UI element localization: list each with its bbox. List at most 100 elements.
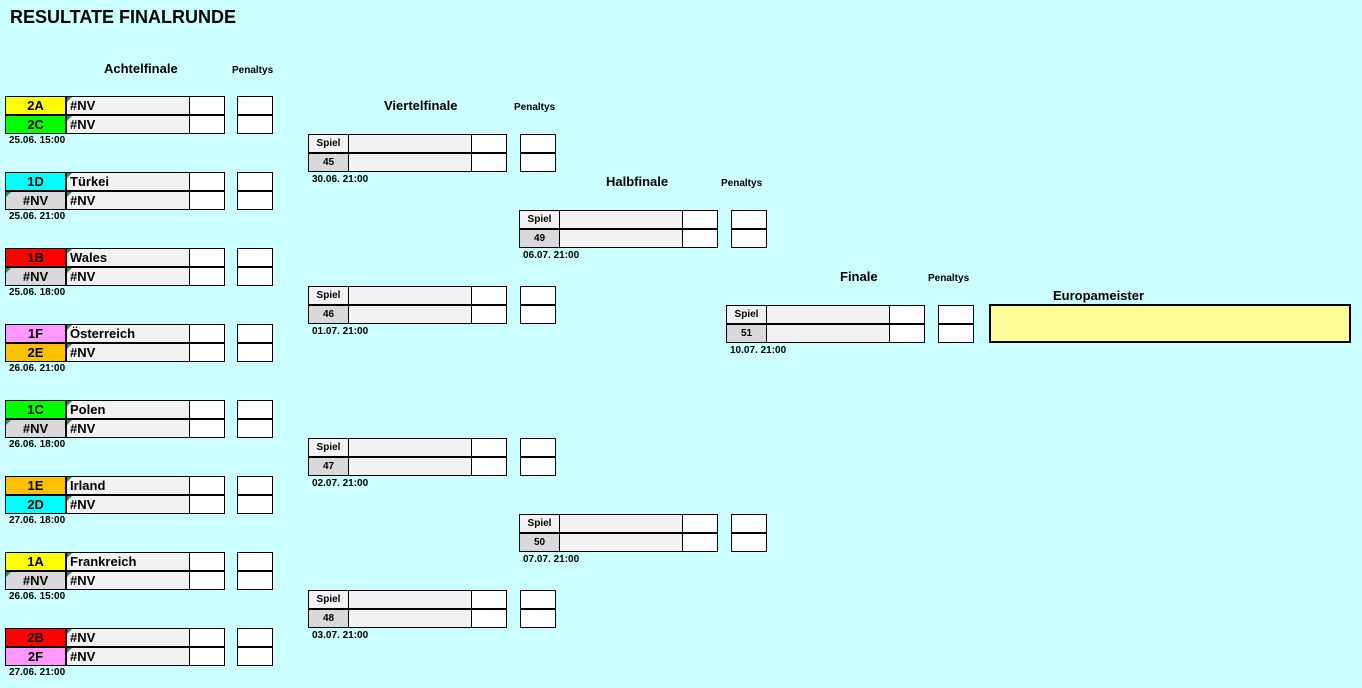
score-input[interactable] [189,628,225,647]
match-date: 26.06. 15:00 [9,591,66,602]
match-number: 45 [308,153,349,172]
group-code: #NV [5,571,66,590]
score-input[interactable] [189,571,225,590]
penalty-input[interactable] [731,514,767,533]
score-input[interactable] [189,419,225,438]
score-input[interactable] [189,495,225,514]
penalty-input[interactable] [520,153,556,172]
penalty-input[interactable] [237,476,273,495]
header-penaltys-final: Penaltys [928,273,970,284]
match-date: 30.06. 21:00 [312,174,369,185]
score-input[interactable] [682,229,718,248]
score-input[interactable] [189,96,225,115]
penalty-input[interactable] [237,647,273,666]
team-name: Polen [66,400,190,419]
spiel-label: Spiel [308,590,349,609]
score-input[interactable] [189,115,225,134]
penalty-input[interactable] [237,248,273,267]
match-date: 02.07. 21:00 [312,478,369,489]
spiel-label: Spiel [519,210,560,229]
score-input[interactable] [471,134,507,153]
penalty-input[interactable] [237,552,273,571]
group-code: #NV [5,191,66,210]
penalty-input[interactable] [237,343,273,362]
penalty-input[interactable] [520,590,556,609]
score-input[interactable] [189,552,225,571]
penalty-input[interactable] [731,533,767,552]
penalty-input[interactable] [520,609,556,628]
penalty-input[interactable] [520,438,556,457]
penalty-input[interactable] [520,134,556,153]
team-slot [559,229,683,248]
score-input[interactable] [471,438,507,457]
penalty-input[interactable] [520,286,556,305]
team-slot [766,305,890,324]
score-input[interactable] [471,153,507,172]
group-code: 2E [5,343,66,362]
score-input[interactable] [471,457,507,476]
penalty-input[interactable] [237,571,273,590]
penalty-input[interactable] [237,400,273,419]
penalty-input[interactable] [237,115,273,134]
spiel-label: Spiel [726,305,767,324]
penalty-input[interactable] [520,305,556,324]
penalty-input[interactable] [237,267,273,286]
score-input[interactable] [889,305,925,324]
penalty-input[interactable] [237,628,273,647]
score-input[interactable] [682,210,718,229]
team-name: #NV [66,628,190,647]
penalty-input[interactable] [520,457,556,476]
score-input[interactable] [189,400,225,419]
spiel-label: Spiel [308,286,349,305]
score-input[interactable] [189,191,225,210]
team-name: #NV [66,191,190,210]
header-penaltys-r16: Penaltys [232,65,274,76]
team-slot [348,153,472,172]
score-input[interactable] [189,172,225,191]
header-achtelfinale: Achtelfinale [104,61,178,76]
match-number: 51 [726,324,767,343]
team-name: Irland [66,476,190,495]
score-input[interactable] [189,324,225,343]
penalty-input[interactable] [731,229,767,248]
champion-cell[interactable] [989,304,1351,343]
score-input[interactable] [189,647,225,666]
penalty-input[interactable] [237,96,273,115]
team-name: #NV [66,419,190,438]
penalty-input[interactable] [237,419,273,438]
score-input[interactable] [189,248,225,267]
match-number: 49 [519,229,560,248]
match-date: 07.07. 21:00 [523,554,580,565]
penalty-input[interactable] [237,324,273,343]
score-input[interactable] [682,514,718,533]
score-input[interactable] [471,590,507,609]
header-finale: Finale [840,269,878,284]
penalty-input[interactable] [938,305,974,324]
score-input[interactable] [189,476,225,495]
penalty-input[interactable] [731,210,767,229]
score-input[interactable] [189,343,225,362]
match-date: 26.06. 21:00 [9,363,66,374]
match-date: 01.07. 21:00 [312,326,369,337]
penalty-input[interactable] [237,495,273,514]
team-slot [348,590,472,609]
team-name: Türkei [66,172,190,191]
penalty-input[interactable] [938,324,974,343]
group-code: 2B [5,628,66,647]
spiel-label: Spiel [308,134,349,153]
team-name: Wales [66,248,190,267]
score-input[interactable] [189,267,225,286]
match-date: 03.07. 21:00 [312,630,369,641]
score-input[interactable] [682,533,718,552]
score-input[interactable] [889,324,925,343]
team-name: #NV [66,495,190,514]
group-code: 2F [5,647,66,666]
score-input[interactable] [471,305,507,324]
score-input[interactable] [471,286,507,305]
match-number: 50 [519,533,560,552]
score-input[interactable] [471,609,507,628]
penalty-input[interactable] [237,172,273,191]
penalty-input[interactable] [237,191,273,210]
team-slot [559,210,683,229]
match-date: 06.07. 21:00 [523,250,580,261]
